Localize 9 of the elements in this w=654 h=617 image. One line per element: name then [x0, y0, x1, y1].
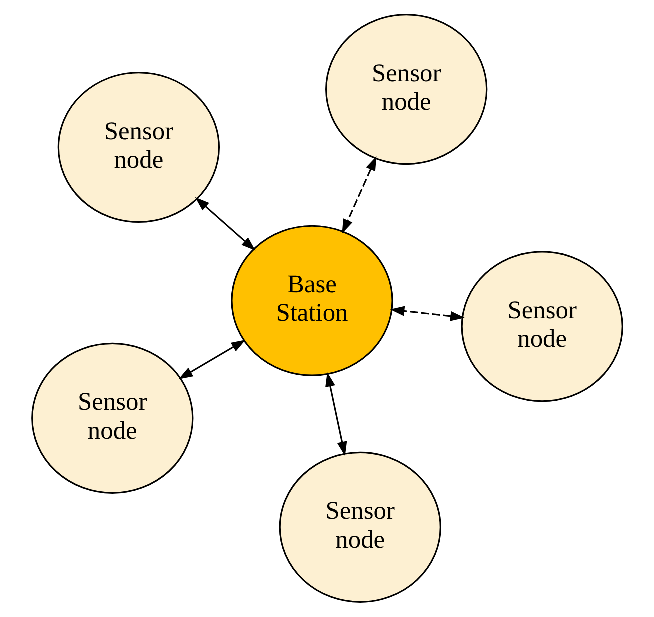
node-circle: Sensor node	[57, 72, 220, 224]
arrow	[194, 197, 256, 251]
arrow	[390, 306, 464, 322]
arrow	[325, 372, 347, 456]
node-circle: Sensor node	[460, 251, 623, 402]
arrow	[342, 156, 376, 234]
node-circle: Sensor node	[325, 14, 488, 166]
node-circle: Sensor node	[278, 452, 441, 603]
arrow	[178, 340, 246, 380]
